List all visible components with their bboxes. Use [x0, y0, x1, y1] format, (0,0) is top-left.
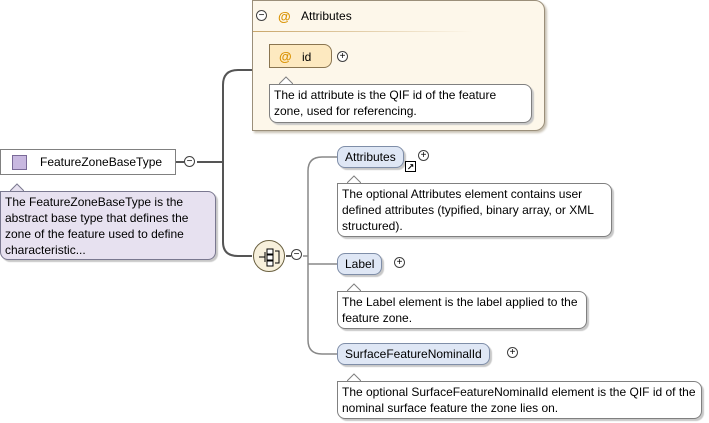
sequence-glyph — [259, 248, 280, 267]
expand-label-icon[interactable]: + — [394, 257, 405, 268]
element-attributes-note: The optional Attributes element contains… — [337, 183, 612, 237]
root-note-pointer — [10, 183, 24, 192]
element-surface-feature-nominal-id-note: The optional SurfaceFeatureNominalId ele… — [337, 381, 702, 419]
expand-attributes-icon[interactable]: + — [418, 150, 429, 161]
element-attributes-note-text: The optional Attributes element contains… — [342, 187, 594, 233]
element-surface-feature-nominal-id[interactable]: SurfaceFeatureNominalId — [337, 343, 490, 365]
element-attributes-name: Attributes — [345, 150, 396, 164]
expand-id-icon[interactable]: + — [337, 51, 348, 62]
attribute-id-note-text: The id attribute is the QIF id of the fe… — [274, 88, 497, 118]
element-label-note-text: The Label element is the label applied t… — [342, 295, 578, 325]
id-note-pointer — [279, 76, 293, 85]
attribute-id-name: id — [302, 50, 312, 64]
attribute-id[interactable]: @ id — [269, 44, 332, 68]
attributes-group: − @ Attributes @ id + The id attribute i… — [252, 0, 545, 131]
root-type-name: FeatureZoneBaseType — [40, 155, 163, 169]
element-label[interactable]: Label — [337, 253, 383, 275]
reference-arrow-icon: ↗ — [405, 161, 416, 172]
complex-type-icon — [12, 155, 27, 170]
collapse-attributes-icon[interactable]: − — [256, 10, 267, 21]
attributes-note-pointer — [347, 175, 361, 184]
root-type-note: The FeatureZoneBaseType is the abstract … — [0, 191, 216, 260]
root-type-note-text: The FeatureZoneBaseType is the abstract … — [5, 195, 189, 257]
label-note-pointer — [347, 283, 361, 292]
element-label-name: Label — [345, 257, 375, 271]
collapse-sequence-icon[interactable]: − — [291, 249, 302, 260]
surface-feature-note-pointer — [347, 373, 361, 382]
element-surface-feature-nominal-id-note-text: The optional SurfaceFeatureNominalId ele… — [342, 385, 696, 415]
at-sign-icon: @ — [279, 49, 292, 64]
expand-surface-feature-nominal-id-icon[interactable]: + — [507, 347, 518, 358]
at-sign-icon: @ — [278, 9, 291, 24]
attributes-group-title: Attributes — [301, 9, 352, 23]
collapse-root-icon[interactable]: − — [184, 156, 195, 167]
attribute-id-note: The id attribute is the QIF id of the fe… — [269, 84, 532, 123]
attributes-divider — [253, 31, 473, 32]
sequence-compositor-icon[interactable] — [253, 240, 285, 272]
element-attributes[interactable]: Attributes — [337, 146, 404, 168]
root-type-box[interactable]: FeatureZoneBaseType — [0, 149, 176, 175]
element-label-note: The Label element is the label applied t… — [337, 291, 587, 329]
element-surface-feature-nominal-id-name: SurfaceFeatureNominalId — [345, 347, 482, 361]
